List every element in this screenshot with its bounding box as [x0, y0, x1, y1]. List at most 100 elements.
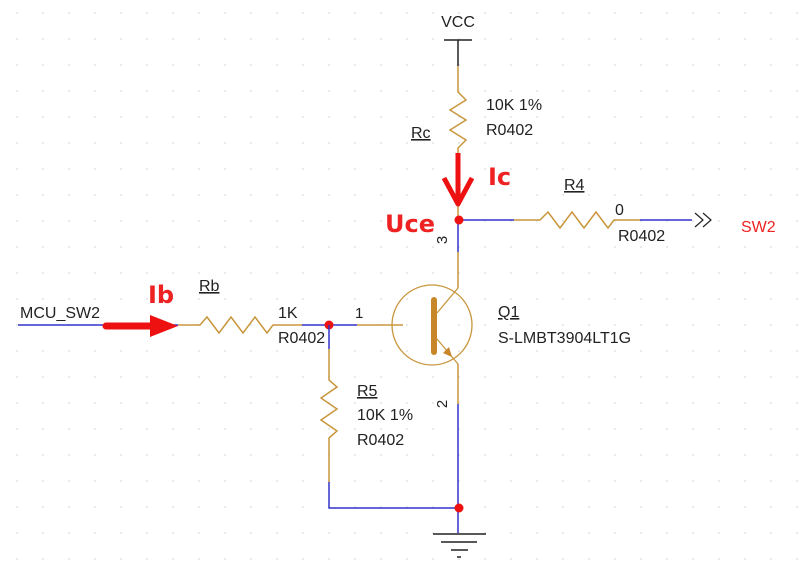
grid-dot	[588, 64, 590, 66]
grid-dot	[406, 90, 408, 92]
grid-dot	[354, 454, 356, 456]
grid-dot	[16, 454, 18, 456]
vcc-power-symbol[interactable]: VCC	[441, 14, 475, 66]
grid-dot	[484, 298, 486, 300]
grid-dot	[614, 324, 616, 326]
grid-dot	[666, 12, 668, 14]
grid-dot	[692, 272, 694, 274]
grid-dot	[562, 324, 564, 326]
grid-dot	[146, 402, 148, 404]
sw2-port[interactable]: SW2	[694, 212, 776, 236]
grid-dot	[146, 12, 148, 14]
resistor-rc[interactable]: 10K 1% R0402 Rc	[411, 66, 542, 152]
grid-dot	[536, 194, 538, 196]
grid-dot	[536, 376, 538, 378]
grid-dot	[770, 506, 772, 508]
grid-dot	[744, 272, 746, 274]
grid-dot	[198, 506, 200, 508]
grid-dot	[94, 168, 96, 170]
grid-dot	[302, 428, 304, 430]
grid-dot	[328, 12, 330, 14]
grid-dot	[770, 168, 772, 170]
grid-dot	[276, 402, 278, 404]
grid-dot	[42, 350, 44, 352]
grid-dot	[536, 12, 538, 14]
grid-dot	[484, 350, 486, 352]
grid-dot	[536, 454, 538, 456]
grid-dot	[380, 298, 382, 300]
grid-dot	[614, 90, 616, 92]
grid-dot	[172, 194, 174, 196]
grid-dot	[744, 116, 746, 118]
grid-dot	[562, 454, 564, 456]
grid-dot	[250, 428, 252, 430]
grid-dot	[692, 454, 694, 456]
grid-dot	[302, 142, 304, 144]
grid-dot	[406, 168, 408, 170]
grid-dot	[328, 428, 330, 430]
grid-dot	[744, 168, 746, 170]
grid-dot	[796, 90, 798, 92]
grid-dot	[588, 558, 590, 560]
grid-dot	[224, 12, 226, 14]
grid-dot	[302, 558, 304, 560]
grid-dot	[406, 376, 408, 378]
rb-designator: Rb	[199, 278, 220, 295]
grid-dot	[484, 90, 486, 92]
grid-dot	[328, 194, 330, 196]
grid-dot	[68, 90, 70, 92]
grid-dot	[198, 246, 200, 248]
port-chevron-icon	[694, 212, 704, 228]
grid-dot	[432, 272, 434, 274]
grid-dot	[484, 480, 486, 482]
grid-dot	[484, 194, 486, 196]
grid-dot	[42, 116, 44, 118]
grid-dot	[588, 532, 590, 534]
grid-dot	[224, 532, 226, 534]
grid-dot	[640, 38, 642, 40]
resistor-rb[interactable]: Rb 1K R0402	[178, 278, 325, 347]
grid-dot	[42, 506, 44, 508]
grid-dot	[302, 454, 304, 456]
rc-designator: Rc	[411, 125, 431, 142]
grid-dot	[640, 428, 642, 430]
grid-dot	[146, 64, 148, 66]
grid-dot	[42, 558, 44, 560]
grid-dot	[146, 480, 148, 482]
grid-dot	[614, 64, 616, 66]
grid-dot	[380, 480, 382, 482]
junction-uce	[454, 215, 464, 225]
grid-dot	[406, 324, 408, 326]
grid-dot	[224, 376, 226, 378]
resistor-r4[interactable]: R4 0 R0402	[514, 177, 665, 245]
grid-dot	[692, 142, 694, 144]
grid-dot	[16, 12, 18, 14]
grid-dot	[718, 90, 720, 92]
grid-dot	[692, 324, 694, 326]
grid-dot	[68, 298, 70, 300]
grid-dot	[562, 246, 564, 248]
grid-dot	[224, 298, 226, 300]
grid-dot	[770, 142, 772, 144]
grid-dot	[692, 90, 694, 92]
grid-dot	[146, 298, 148, 300]
grid-dot	[770, 350, 772, 352]
transistor-q1[interactable]: Q1 S-LMBT3904LT1G	[391, 284, 631, 366]
grid-dot	[510, 12, 512, 14]
grid-dot	[250, 558, 252, 560]
grid-dot	[692, 38, 694, 40]
resistor-r5[interactable]: R5 10K 1% R0402	[319, 349, 413, 482]
grid-dot	[146, 194, 148, 196]
grid-dot	[666, 350, 668, 352]
grid-dot	[42, 246, 44, 248]
grid-dot	[172, 506, 174, 508]
grid-dot	[302, 532, 304, 534]
grid-dot	[68, 116, 70, 118]
grid-dot	[666, 90, 668, 92]
grid-dot	[94, 90, 96, 92]
grid-dot	[692, 12, 694, 14]
grid-dot	[172, 350, 174, 352]
grid-dot	[484, 272, 486, 274]
grid-dot	[354, 12, 356, 14]
grid-dot	[562, 350, 564, 352]
